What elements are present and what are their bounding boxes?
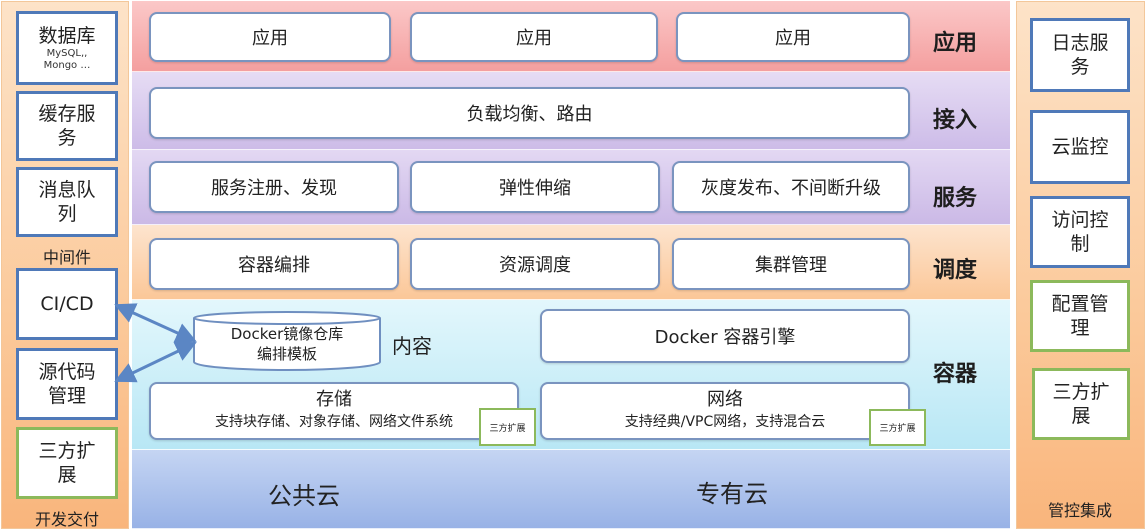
container-orchestration-card[interactable]: 容器编排 — [149, 238, 399, 290]
access-control-label-1: 访问控 — [1051, 209, 1109, 231]
log-service-box[interactable]: 日志服 务 — [1030, 18, 1130, 92]
config-management-label-2: 理 — [1070, 317, 1090, 339]
ops-thirdparty-box[interactable]: 三方扩 展 — [1032, 368, 1130, 440]
dev-thirdparty-label-2: 展 — [57, 464, 77, 486]
registry-line-2: 编排模板 — [256, 345, 317, 363]
cicd-label: CI/CD — [40, 293, 94, 315]
docker-engine-card[interactable]: Docker 容器引擎 — [540, 309, 910, 363]
access-control-box[interactable]: 访问控 制 — [1030, 196, 1130, 268]
source-code-box[interactable]: 源代码 管理 — [16, 348, 118, 420]
cloud-monitor-box[interactable]: 云监控 — [1030, 110, 1130, 184]
public-cloud-label: 公共云 — [268, 482, 340, 510]
schedule-layer-label: 调度 — [932, 258, 977, 283]
source-label-1: 源代码 — [38, 361, 96, 383]
elastic-scaling-card[interactable]: 弹性伸缩 — [410, 161, 660, 213]
service-layer-label: 服务 — [932, 186, 977, 211]
cloud-monitor-label: 云监控 — [1051, 136, 1109, 158]
load-balance-card[interactable]: 负载均衡、路由 — [149, 87, 910, 139]
app-card-2[interactable]: 应用 — [410, 12, 658, 62]
cache-service-box[interactable]: 缓存服 务 — [16, 91, 118, 161]
storage-thirdparty-badge[interactable]: 三方扩展 — [479, 408, 536, 446]
cylinder-shape — [193, 311, 381, 371]
app-card-1[interactable]: 应用 — [149, 12, 391, 62]
service-registry-card[interactable]: 服务注册、发现 — [149, 161, 399, 213]
database-box[interactable]: 数据库 MySQL,, Mongo … — [16, 11, 118, 85]
resource-scheduling-card[interactable]: 资源调度 — [410, 238, 660, 290]
config-management-label-1: 配置管 — [1051, 293, 1109, 315]
ops-thirdparty-label-2: 展 — [1071, 405, 1091, 427]
cache-label-1: 缓存服 — [38, 103, 96, 125]
infra-layer — [132, 450, 1010, 529]
network-thirdparty-badge[interactable]: 三方扩展 — [869, 409, 926, 446]
cicd-box[interactable]: CI/CD — [16, 268, 118, 340]
dev-thirdparty-label-1: 三方扩 — [38, 440, 96, 462]
database-label: 数据库 — [38, 25, 96, 47]
cache-label-2: 务 — [57, 127, 77, 149]
network-card[interactable]: 网络 支持经典/VPC网络，支持混合云 — [540, 382, 910, 440]
ops-thirdparty-label-1: 三方扩 — [1052, 381, 1110, 403]
config-management-box[interactable]: 配置管 理 — [1030, 280, 1130, 352]
log-service-label-2: 务 — [1070, 56, 1090, 78]
registry-line-1: Docker镜像仓库 — [230, 325, 344, 343]
database-sub-2: Mongo … — [43, 60, 91, 71]
network-title: 网络 — [707, 389, 743, 410]
mq-label-2: 列 — [57, 203, 77, 225]
private-cloud-label: 专有云 — [696, 480, 768, 508]
storage-title: 存储 — [316, 389, 352, 410]
storage-desc: 支持块存储、对象存储、网络文件系统 — [215, 414, 453, 430]
storage-card[interactable]: 存储 支持块存储、对象存储、网络文件系统 — [149, 382, 519, 440]
access-layer-label: 接入 — [932, 108, 977, 133]
source-label-2: 管理 — [47, 385, 86, 407]
database-sub-1: MySQL,, — [46, 48, 88, 59]
gray-release-card[interactable]: 灰度发布、不间断升级 — [672, 161, 910, 213]
message-queue-box[interactable]: 消息队 列 — [16, 167, 118, 237]
log-service-label-1: 日志服 — [1051, 32, 1109, 54]
container-layer-label: 容器 — [932, 362, 977, 387]
content-label: 内容 — [392, 334, 432, 358]
registry-cylinder[interactable]: Docker镜像仓库 编排模板 — [192, 310, 382, 372]
access-control-label-2: 制 — [1070, 233, 1090, 255]
dev-thirdparty-box[interactable]: 三方扩 展 — [16, 427, 118, 499]
app-layer-label: 应用 — [932, 31, 977, 56]
management-caption: 管控集成 — [1047, 501, 1112, 520]
middleware-caption: 中间件 — [42, 248, 91, 267]
mq-label-1: 消息队 — [38, 179, 96, 201]
app-card-3[interactable]: 应用 — [676, 12, 910, 62]
devops-caption: 开发交付 — [34, 510, 99, 529]
cluster-management-card[interactable]: 集群管理 — [672, 238, 910, 290]
network-desc: 支持经典/VPC网络，支持混合云 — [624, 414, 826, 430]
